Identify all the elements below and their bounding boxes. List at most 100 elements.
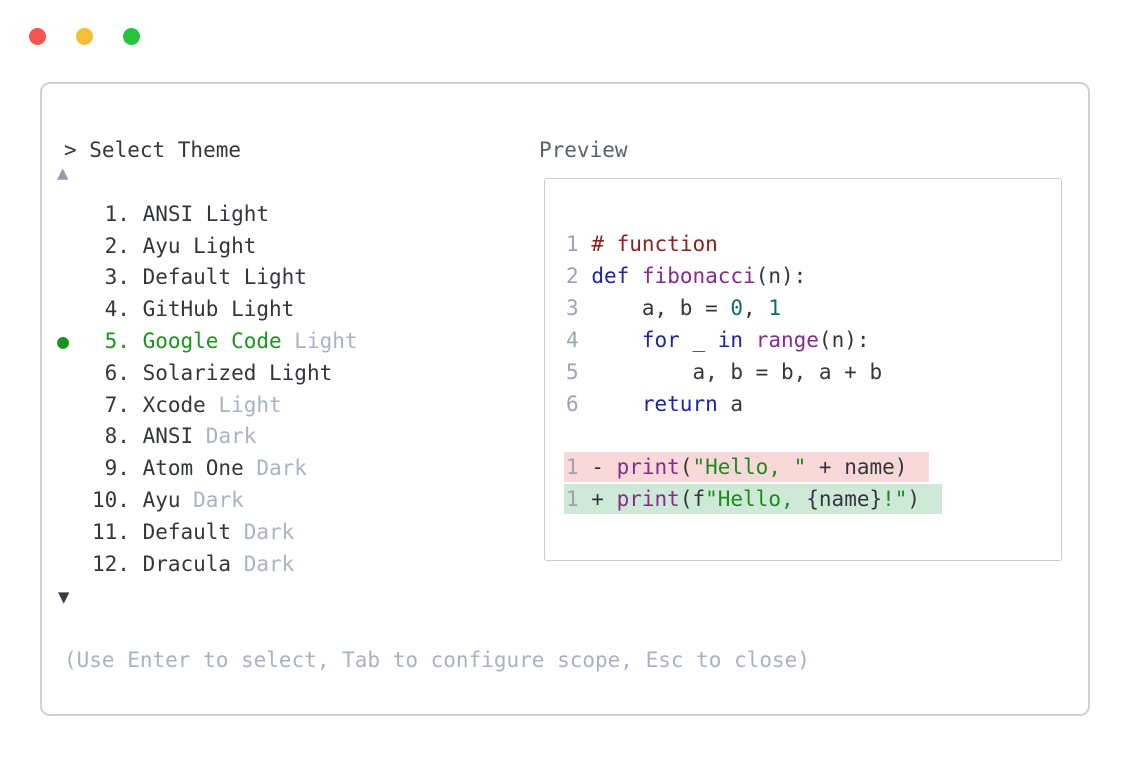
theme-list-item[interactable]: 11. Default Dark <box>57 516 358 548</box>
code-line <box>566 420 1061 452</box>
theme-name: 9. Atom One <box>92 456 244 481</box>
token-comment: # function <box>591 232 718 256</box>
token-plain: a <box>717 391 744 416</box>
zoom-button[interactable] <box>123 28 140 45</box>
token-string: "Hello, " <box>692 455 807 480</box>
token-linenum: 5 <box>566 359 579 384</box>
theme-variant: Dark <box>180 488 244 513</box>
token-linenum: 4 <box>566 327 579 352</box>
token-linenum: 1 <box>566 232 579 256</box>
token-plain: + name) <box>806 455 908 480</box>
code-line: 6 return a <box>566 389 1061 421</box>
theme-variant: Dark <box>243 456 307 481</box>
token-linenum: 1 <box>566 455 579 480</box>
token-number: 0 <box>730 295 744 320</box>
token-plain <box>579 232 592 256</box>
theme-name: 6. Solarized <box>92 360 257 385</box>
token-plain <box>743 328 756 352</box>
token-plain: ) <box>907 487 921 512</box>
theme-selector-panel: > Select Theme Preview ▲ 1. ANSI Light 2… <box>40 82 1090 716</box>
hint-text: (Use Enter to select, Tab to configure s… <box>64 648 810 672</box>
token-plain: a, b = <box>578 295 731 320</box>
theme-name: 5. Google Code <box>92 329 282 354</box>
theme-list-item[interactable]: 12. Dracula Dark <box>57 548 358 580</box>
token-keyword: return <box>641 391 718 416</box>
token-linenum: 3 <box>566 295 579 320</box>
theme-list-item[interactable]: 8. ANSI Dark <box>57 421 358 453</box>
theme-list-item[interactable]: 10. Ayu Dark <box>57 484 358 516</box>
token-func: print <box>616 455 680 480</box>
theme-variant: Light <box>205 392 282 417</box>
theme-name: 8. ANSI <box>92 424 194 449</box>
theme-variant: Light <box>193 201 270 226</box>
code-line: 3 a, b = 0, 1 <box>566 293 1061 325</box>
theme-name: 3. Default <box>92 265 232 290</box>
token-plain: - <box>578 455 617 480</box>
token-linenum: 2 <box>566 263 579 288</box>
token-plain: + <box>578 487 617 512</box>
diff-added-line: 1 + print(f"Hello, {name}!") <box>564 484 1061 516</box>
theme-name: 11. Default <box>92 519 232 544</box>
select-theme-prompt: > Select Theme <box>64 138 242 162</box>
theme-list-item[interactable]: 7. Xcode Light <box>57 389 358 421</box>
theme-variant: Light <box>281 329 358 354</box>
theme-list-item[interactable]: 3. Default Light <box>57 262 358 294</box>
preview-title: Preview <box>539 138 628 162</box>
theme-list-item[interactable]: 1. ANSI Light <box>57 198 358 230</box>
close-button[interactable] <box>29 28 46 45</box>
theme-name: 1. ANSI <box>92 201 194 226</box>
minimize-button[interactable] <box>76 28 93 45</box>
token-linenum: 6 <box>566 391 579 416</box>
token-func: print <box>616 487 680 512</box>
theme-name: 12. Dracula <box>92 551 232 576</box>
token-plain: a, b = b, a + b <box>578 359 883 384</box>
scroll-up-icon[interactable]: ▲ <box>57 162 69 184</box>
theme-list: 1. ANSI Light 2. Ayu Light 3. Default Li… <box>57 198 358 580</box>
token-plain <box>579 328 642 352</box>
theme-variant: Light <box>256 360 333 385</box>
token-number: 1 <box>768 295 781 320</box>
theme-variant: Light <box>180 233 257 258</box>
token-plain <box>629 264 642 288</box>
token-func: range <box>755 327 819 352</box>
token-plain: (n): <box>755 263 807 288</box>
theme-name: 10. Ayu <box>92 488 181 513</box>
token-string: "Hello, <box>705 487 807 512</box>
theme-name: 7. Xcode <box>92 392 206 417</box>
token-plain <box>579 264 592 288</box>
theme-variant: Light <box>231 265 307 290</box>
selected-bullet-icon: ● <box>57 329 70 354</box>
token-keyword: for <box>641 327 680 352</box>
diff-removed-line: 1 - print("Hello, " + name) <box>564 452 1061 484</box>
theme-list-item[interactable]: 9. Atom One Dark <box>57 452 358 484</box>
theme-variant: Dark <box>231 519 295 544</box>
code-line: 1 # function <box>566 229 1061 261</box>
token-linenum: 1 <box>566 487 579 512</box>
token-keyword: def <box>591 263 630 288</box>
token-plain <box>579 392 642 416</box>
token-plain: _ <box>679 327 718 352</box>
code-line: 5 a, b = b, a + b <box>566 357 1061 389</box>
window-controls <box>29 28 140 45</box>
token-plain: (n): <box>818 327 870 352</box>
theme-variant: Dark <box>231 551 295 576</box>
token-string: !" <box>882 487 908 512</box>
theme-list-item[interactable]: ● 5. Google Code Light <box>57 325 358 357</box>
theme-list-item[interactable]: 2. Ayu Light <box>57 230 358 262</box>
theme-variant: Light <box>218 297 295 322</box>
code-line: 4 for _ in range(n): <box>566 325 1061 357</box>
token-keyword: in <box>717 327 744 352</box>
theme-name: 2. Ayu <box>92 233 181 258</box>
theme-list-item[interactable]: 6. Solarized Light <box>57 357 358 389</box>
token-plain: ( <box>679 455 693 480</box>
theme-list-item[interactable]: 4. GitHub Light <box>57 293 358 325</box>
code-line: 2 def fibonacci(n): <box>566 261 1061 293</box>
token-func: fibonacci <box>641 263 756 288</box>
theme-name: 4. GitHub <box>92 297 219 322</box>
scroll-down-icon[interactable]: ▼ <box>58 586 70 608</box>
token-plain: , <box>743 295 769 320</box>
token-plain: (f <box>679 487 706 512</box>
theme-variant: Dark <box>193 424 257 449</box>
